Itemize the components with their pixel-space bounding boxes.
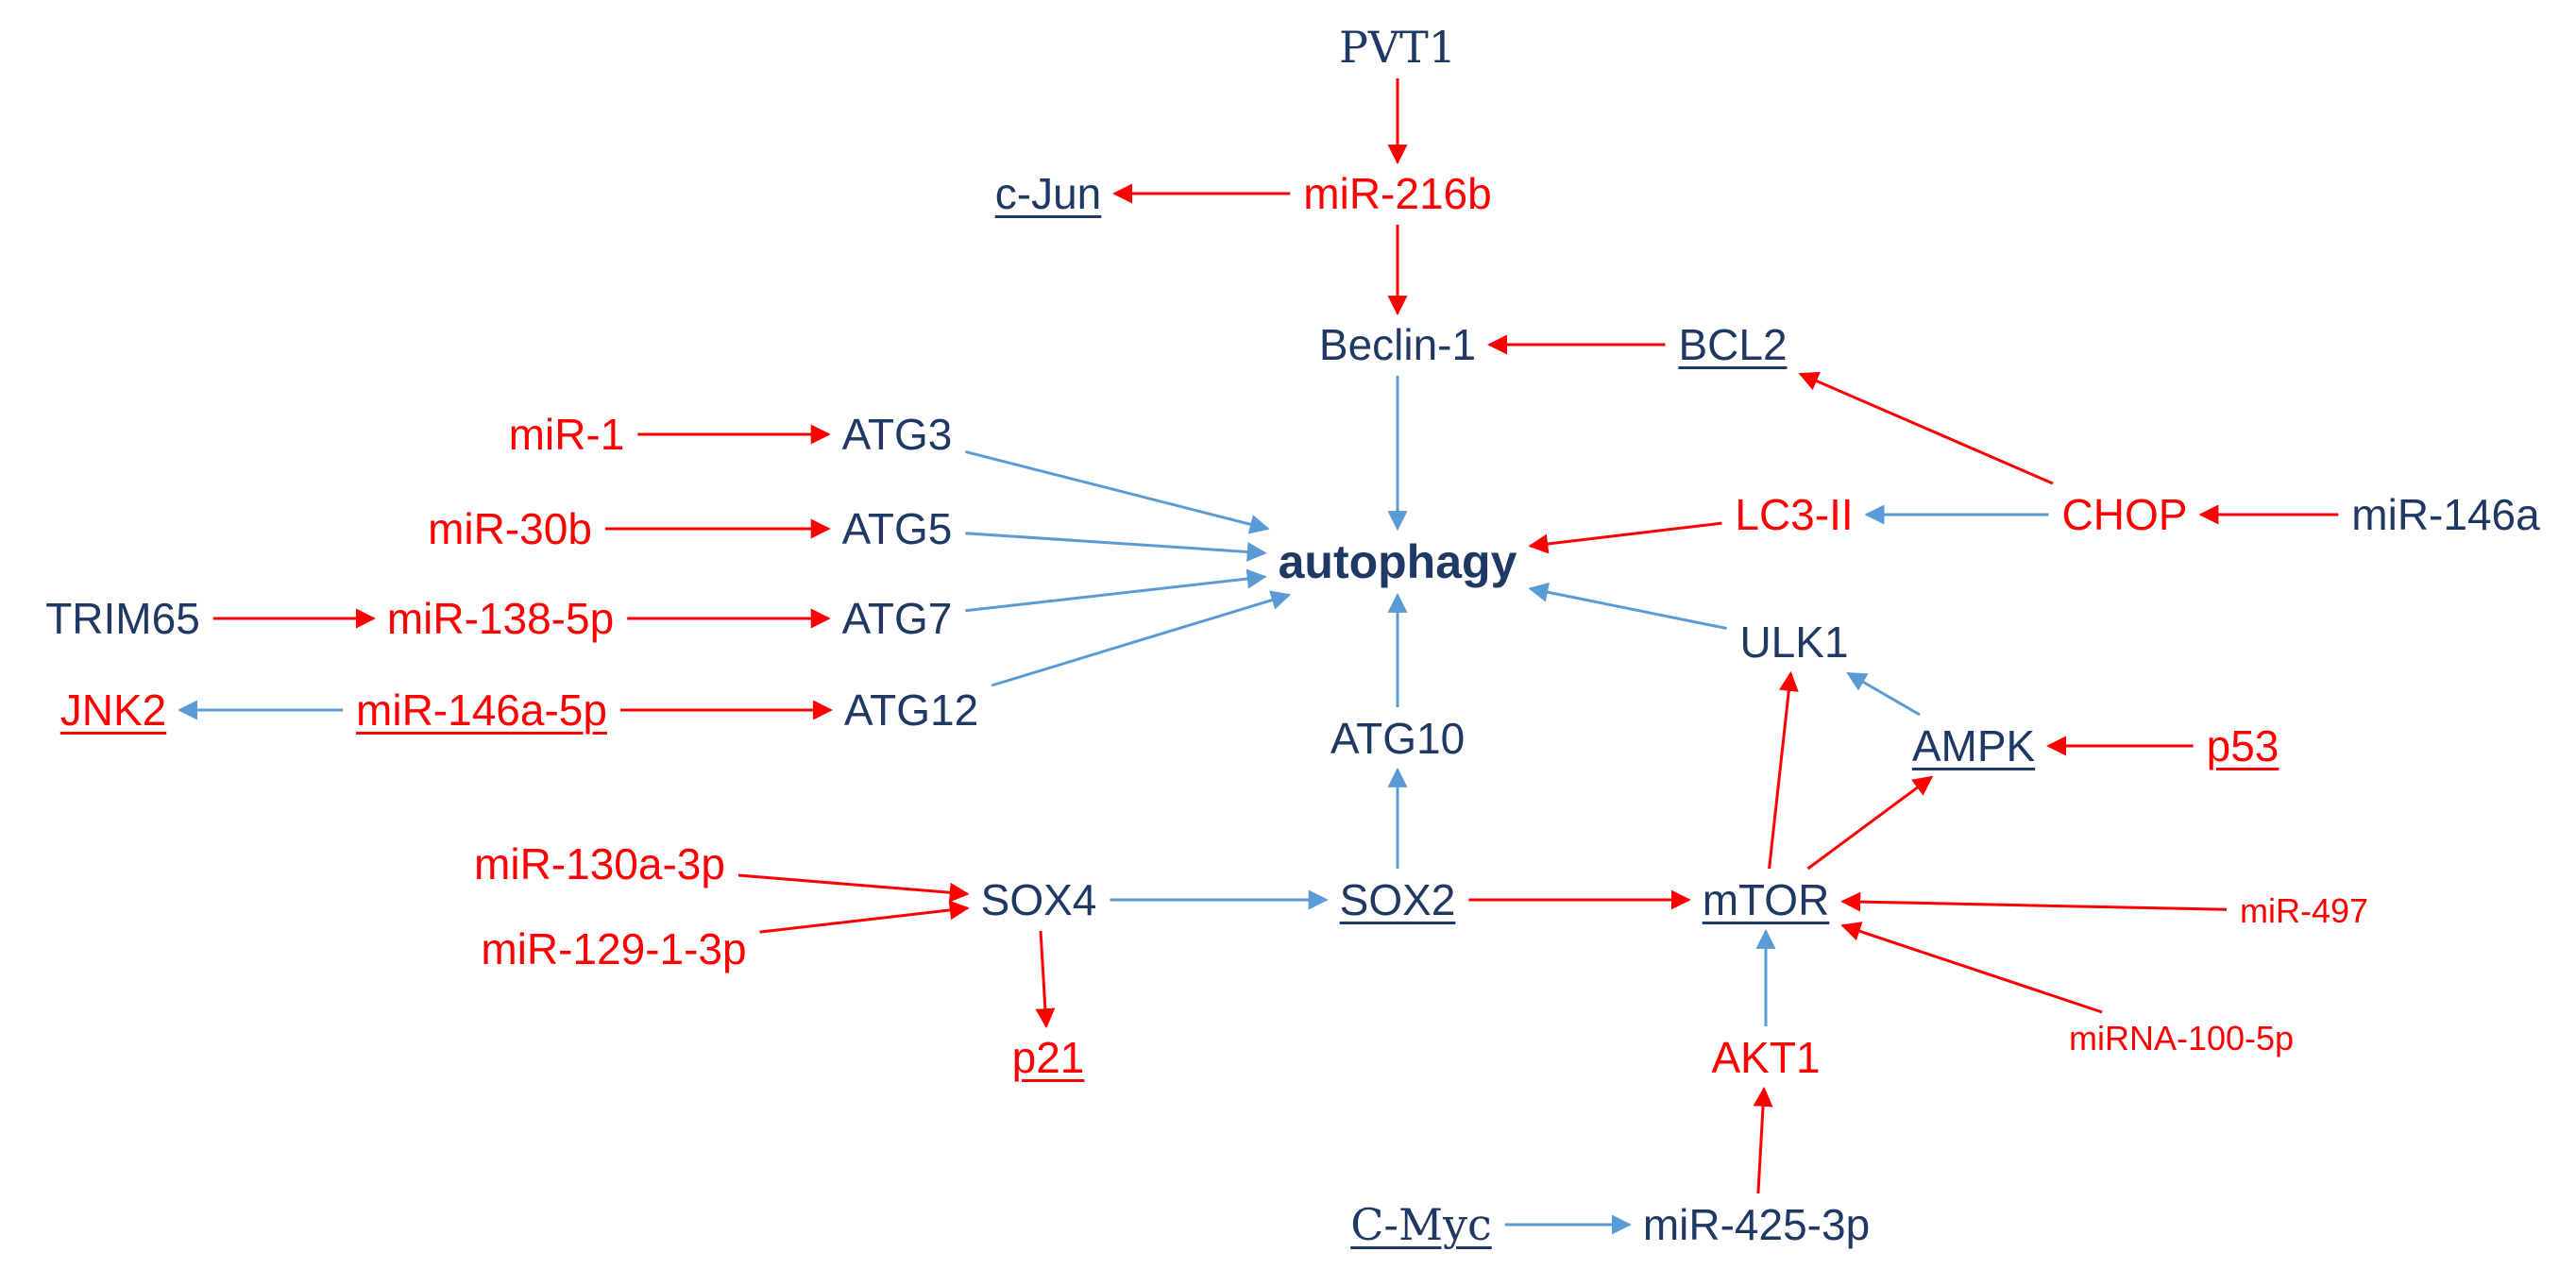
node-atg7: ATG7 [841,594,953,643]
node-mirna-100-5p: miRNA-100-5p [2068,1019,2295,1058]
node-mir-497: miR-497 [2239,891,2369,930]
node-mtor: mTOR [1702,875,1830,924]
node-atg12: ATG12 [843,685,979,735]
edge-mir_497-to-mtor [1840,891,2228,912]
node-beclin-1: Beclin-1 [1318,320,1477,369]
node-ampk: AMPK [1911,721,2036,770]
edge-atg12-to-autophagy [991,590,1292,687]
node-p21: p21 [1011,1033,1085,1082]
edge-mtor-to-ampk [1806,775,1934,871]
node-trim65: TRIM65 [45,594,200,643]
edge-mir_129_1_3p-to-sox4 [759,900,970,934]
node-mir-129-1-3p: miR-129-1-3p [481,924,747,973]
edge-atg7-to-autophagy [965,568,1267,613]
node-c-myc: C-Myc [1350,1199,1492,1250]
node-c-jun: c-Jun [994,169,1102,218]
node-mir-1: miR-1 [508,410,625,459]
node-lc3-ii: LC3-II [1735,490,1854,539]
edge-mir_425_3p-to-akt1 [1753,1086,1773,1194]
node-mir-146a-5p: miR-146a-5p [356,685,607,735]
edge-ampk-to-ulk1 [1846,671,1921,717]
node-autophagy: autophagy [1278,535,1517,588]
node-akt1: AKT1 [1711,1033,1821,1082]
node-mir-138-5p: miR-138-5p [386,594,615,643]
node-p53: p53 [2206,721,2279,770]
node-atg5: ATG5 [841,504,953,553]
edge-mirna_100_5p-to-mtor [1840,922,2103,1014]
edge-chop-to-bcl2 [1798,371,2054,485]
node-mir-425-3p: miR-425-3p [1642,1200,1871,1249]
node-sox4: SOX4 [980,875,1097,924]
node-mir-30b: miR-30b [428,504,592,553]
node-atg10: ATG10 [1330,714,1466,763]
edge-sox4-to-p21 [1035,930,1056,1029]
edge-ulk1-to-autophagy [1528,582,1727,630]
node-mir-130a-3p: miR-130a-3p [474,839,725,888]
node-chop: CHOP [2061,490,2188,539]
edge-mtor-to-ulk1 [1768,670,1799,870]
node-mir-146a: miR-146a [2351,490,2540,539]
node-mir-216b: miR-216b [1303,169,1492,218]
node-ulk1: ULK1 [1739,618,1849,667]
node-pvt1: PVT1 [1338,22,1457,73]
node-bcl2: BCL2 [1678,320,1788,369]
edge-atg3-to-autophagy [965,449,1270,534]
edge-lc3_ii-to-autophagy [1528,521,1722,554]
edge-mir_130a_3p-to-sox4 [737,873,970,903]
node-sox2: SOX2 [1339,875,1456,924]
node-jnk2: JNK2 [59,685,167,735]
edge-atg5-to-autophagy [965,532,1267,562]
node-atg3: ATG3 [841,410,953,459]
